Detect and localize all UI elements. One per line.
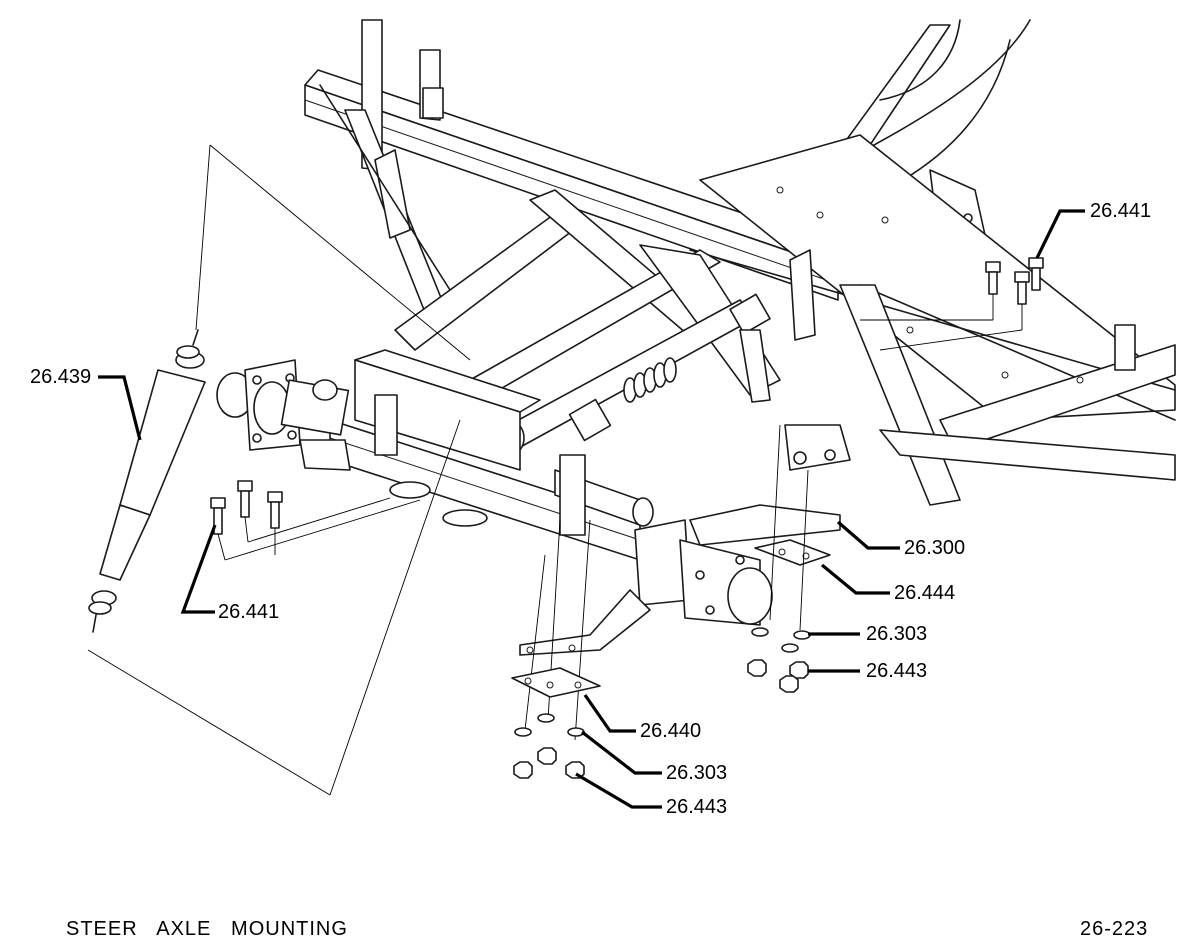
callout-26-443-right: 26.443 bbox=[866, 660, 928, 682]
right-bolts-group bbox=[860, 257, 1044, 351]
callout-26-439: 26.439 bbox=[30, 366, 92, 388]
right-wheel-hub bbox=[519, 424, 851, 656]
steer-axle-beam bbox=[329, 349, 654, 561]
callout-26-303-right: 26.303 bbox=[866, 623, 928, 645]
callout-26-444: 26.444 bbox=[894, 582, 956, 604]
steering-shaft-assembly bbox=[499, 293, 771, 455]
callout-26-441-right: 26.441 bbox=[1090, 200, 1152, 222]
left-wheel-hub bbox=[216, 359, 351, 471]
callout-leader-lines bbox=[98, 209, 1085, 809]
shock-absorber bbox=[88, 329, 206, 633]
center-clamp-hardware bbox=[511, 519, 601, 779]
page-number: 26-223 bbox=[1080, 918, 1149, 940]
callout-26-443-lower: 26.443 bbox=[666, 796, 728, 818]
callout-26-440: 26.440 bbox=[640, 720, 702, 742]
callout-26-303-lower: 26.303 bbox=[666, 762, 728, 784]
callout-26-300: 26.300 bbox=[904, 537, 966, 559]
left-bolts-group bbox=[210, 480, 421, 561]
callout-26-441-left: 26.441 bbox=[218, 601, 280, 623]
footer-title: STEER AXLE MOUNTING bbox=[66, 918, 348, 940]
shock-alignment-lines bbox=[87, 144, 471, 796]
